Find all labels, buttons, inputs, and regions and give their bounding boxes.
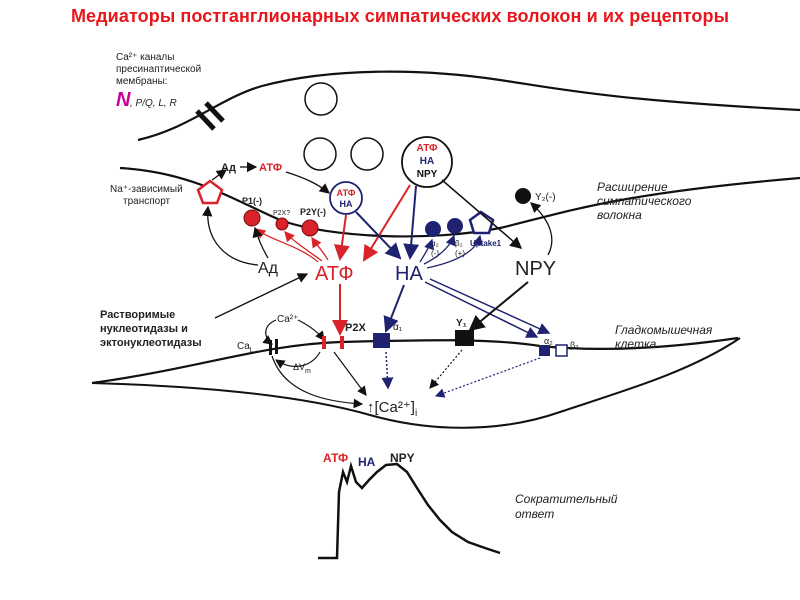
- y2-receptor: [515, 188, 531, 204]
- l-type-ca-channel-icon: [269, 339, 278, 355]
- na-transporter-icon: [196, 179, 224, 205]
- vesicle-atf-na-npy: [401, 136, 453, 188]
- p2y-label: P2Y(-): [300, 207, 326, 217]
- empty-vesicle: [303, 137, 337, 171]
- alpha2-pre-sign: (-): [431, 249, 439, 258]
- muscle-upper-membrane: [91, 336, 739, 385]
- uptake1-transporter-icon: [468, 210, 495, 235]
- ca-channels-line1: Ca²⁺ каналы: [116, 52, 174, 63]
- uptake1-label: Uptake1: [470, 239, 502, 248]
- vesicle-big-atf: АТФ: [417, 143, 438, 154]
- cell-label-1: Гладкомышечная: [615, 323, 713, 337]
- response-label-2: ответ: [515, 507, 554, 521]
- alpha2-post-label: α₂: [544, 336, 553, 346]
- alpha2-presynaptic-receptor: [425, 221, 441, 237]
- nucleotidases-label3: эктонуклеотидазы: [100, 337, 202, 349]
- response-npy: NPY: [390, 451, 415, 465]
- ca-channels-line3: мембраны:: [116, 75, 168, 87]
- ca-channels-line2: пресинаптической: [116, 64, 201, 75]
- alpha2-pre-label: α₂: [431, 239, 439, 248]
- alpha1-label: α₁: [393, 322, 403, 333]
- p2x-label: P2X: [345, 322, 366, 334]
- ca-channels-rest: , P/Q, L, R: [130, 98, 177, 109]
- p1-label: P1(-): [242, 196, 262, 206]
- p2y-receptor: [301, 219, 319, 237]
- cleft-atf: АТФ: [315, 263, 354, 285]
- muscle-lower-membrane: [91, 337, 741, 429]
- cleft-na: НА: [395, 263, 423, 285]
- cleft-ad: Ад: [258, 260, 279, 277]
- vesicle-atf-na: [329, 181, 363, 215]
- fiber-label-3: волокна: [597, 208, 642, 222]
- alpha2-postsynaptic-receptor: [539, 345, 550, 356]
- empty-vesicle: [304, 82, 338, 116]
- beta2-post-label: β₂: [570, 340, 579, 350]
- p2x-presynaptic-receptor: [275, 217, 289, 231]
- y2-label: Y₂(-): [535, 192, 556, 203]
- na-transport-label1: Na⁺-зависимый: [110, 184, 183, 195]
- empty-vesicle: [350, 137, 384, 171]
- cleft-npy: NPY: [515, 258, 556, 280]
- na-transport-label2: транспорт: [123, 196, 171, 207]
- beta2-pre-label: β₂: [455, 239, 463, 248]
- beta2-postsynaptic-receptor: [555, 344, 568, 357]
- response-label-1: Сократительный: [515, 492, 618, 506]
- nucleotidases-label2: нуклеотидазы и: [100, 323, 188, 335]
- fiber-upper-membrane: [137, 70, 800, 142]
- cell-label-2: клетка: [615, 337, 657, 351]
- p2x-postsynaptic-receptor: [322, 336, 344, 349]
- ca-intracellular-label: ↑[Ca²⁺]i: [367, 399, 417, 419]
- p1-receptor: [243, 209, 261, 227]
- vesicle-big-npy: NPY: [417, 169, 438, 180]
- vesicle-big-na: НА: [420, 156, 434, 167]
- y1-receptor: [455, 330, 474, 346]
- ca-l-label: CaL: [237, 341, 254, 354]
- delta-vm-label: ΔVm: [293, 362, 311, 375]
- vesicle-atf: АТФ: [337, 188, 356, 198]
- fiber-label-2: симпатического: [597, 194, 692, 208]
- contractile-response-curve: [318, 461, 501, 560]
- nucleotidases-label1: Растворимые: [100, 309, 175, 321]
- p2x-question-label: P2X?: [273, 210, 290, 217]
- beta2-pre-sign: (+): [455, 249, 465, 258]
- presynaptic-ca-channel-icon: [195, 101, 225, 131]
- response-na: НА: [358, 455, 376, 469]
- vesicle-na: НА: [340, 199, 353, 209]
- response-atf: АТФ: [323, 451, 348, 465]
- y1-label: Y₁: [456, 318, 467, 329]
- fiber-label-1: Расширение: [597, 180, 668, 194]
- ca-channel-n: N: [116, 89, 131, 111]
- ca2-extracellular: Ca²⁺: [277, 314, 298, 325]
- beta2-presynaptic-receptor: [447, 218, 463, 234]
- page-title: Медиаторы постганглионарных симпатически…: [70, 6, 730, 26]
- atf-inside: АТФ: [259, 162, 282, 174]
- alpha1-receptor: [373, 333, 390, 348]
